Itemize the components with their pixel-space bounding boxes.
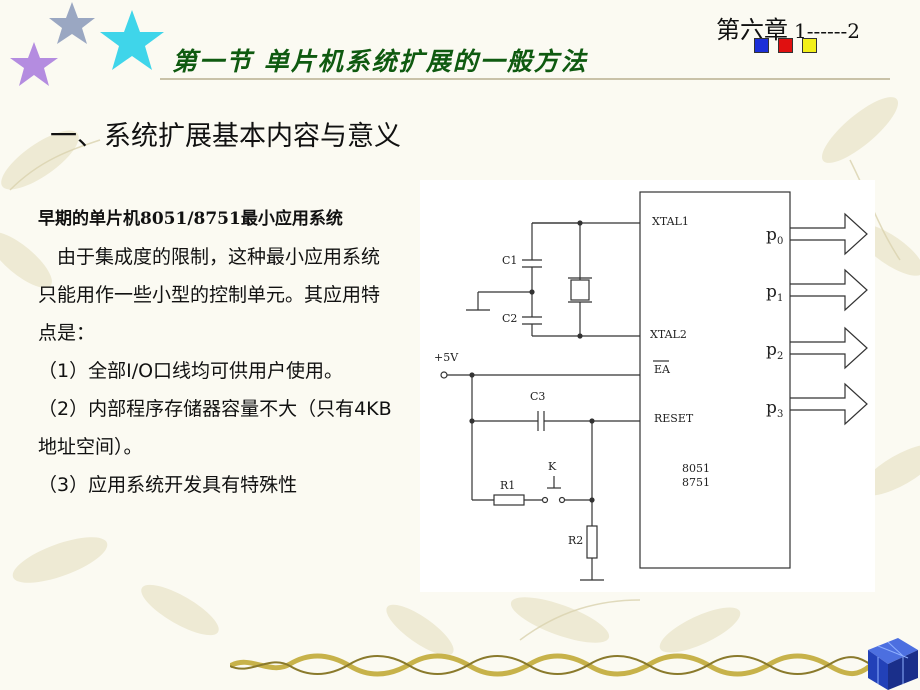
port-p1: p 1 <box>766 268 868 312</box>
resistor-r1 <box>493 494 525 506</box>
feature-item-2: （2）内部程序存储器容量不大（只有4KB地址空间）。 <box>38 398 392 458</box>
port-p0: p 0 <box>766 212 868 256</box>
pin-reset: RESET <box>654 412 694 425</box>
slide-title: 第一节 单片机系统扩展的一般方法 <box>172 47 588 76</box>
label-r2: R2 <box>568 534 583 547</box>
star-gray <box>49 2 95 44</box>
label-vcc: +5V <box>434 351 459 364</box>
decorative-stars <box>10 2 164 86</box>
body-text: 早期的单片机8051/8751最小应用系统 由于集成度的限制，这种最小应用系统只… <box>38 200 398 504</box>
vcc-terminal <box>440 371 448 379</box>
star-purple <box>10 42 58 86</box>
port-p3-label: p <box>766 398 777 418</box>
port-p2: p 2 <box>766 326 868 370</box>
red-square <box>778 38 793 53</box>
resistor-r2 <box>586 525 598 559</box>
chip-body <box>639 191 791 569</box>
port-p1-label: p <box>766 282 777 302</box>
rope-border-decoration <box>230 653 870 677</box>
pin-ea: EA <box>654 363 671 376</box>
port-p3-sub: 3 <box>777 409 783 420</box>
feature-item-3: （3）应用系统开发具有特殊性 <box>38 474 298 496</box>
crystal-oscillator <box>466 220 640 339</box>
chapter-number: 第六章 <box>716 16 788 44</box>
chip-label-8751: 8751 <box>682 476 710 489</box>
pin-xtal2: XTAL2 <box>650 328 687 341</box>
port-p0-sub: 0 <box>777 236 783 247</box>
body-heading: 早期的单片机8051/8751最小应用系统 <box>38 209 343 229</box>
pin-xtal1: XTAL1 <box>652 215 689 228</box>
star-cyan <box>100 10 164 70</box>
cube-icon <box>868 638 918 690</box>
label-r1: R1 <box>500 479 515 492</box>
label-c1: C1 <box>502 254 517 267</box>
port-p2-sub: 2 <box>777 351 783 362</box>
label-c2: C2 <box>502 312 517 325</box>
circuit-diagram: XTAL1 XTAL2 EA RESET 8051 8751 p 0 p 1 p… <box>420 180 875 592</box>
title-divider <box>160 78 890 80</box>
section-heading: 一、系统扩展基本内容与意义 <box>50 121 401 152</box>
blue-square <box>754 38 769 53</box>
label-c3: C3 <box>530 390 545 403</box>
port-p3: p 3 <box>766 382 868 426</box>
body-intro: 由于集成度的限制，这种最小应用系统只能用作一些小型的控制单元。其应用特点是： <box>38 238 398 352</box>
port-p0-label: p <box>766 225 777 245</box>
reset-circuit <box>469 375 640 581</box>
yellow-square <box>802 38 817 53</box>
feature-item-1: （1）全部I/O口线均可供用户使用。 <box>38 360 344 382</box>
chip-label-8051: 8051 <box>682 462 710 475</box>
port-p2-label: p <box>766 340 777 360</box>
port-p1-sub: 1 <box>777 293 783 304</box>
label-k: K <box>548 460 557 473</box>
intro-text: 由于集成度的限制，这种最小应用系统只能用作一些小型的控制单元。其应用特点是： <box>38 246 381 344</box>
